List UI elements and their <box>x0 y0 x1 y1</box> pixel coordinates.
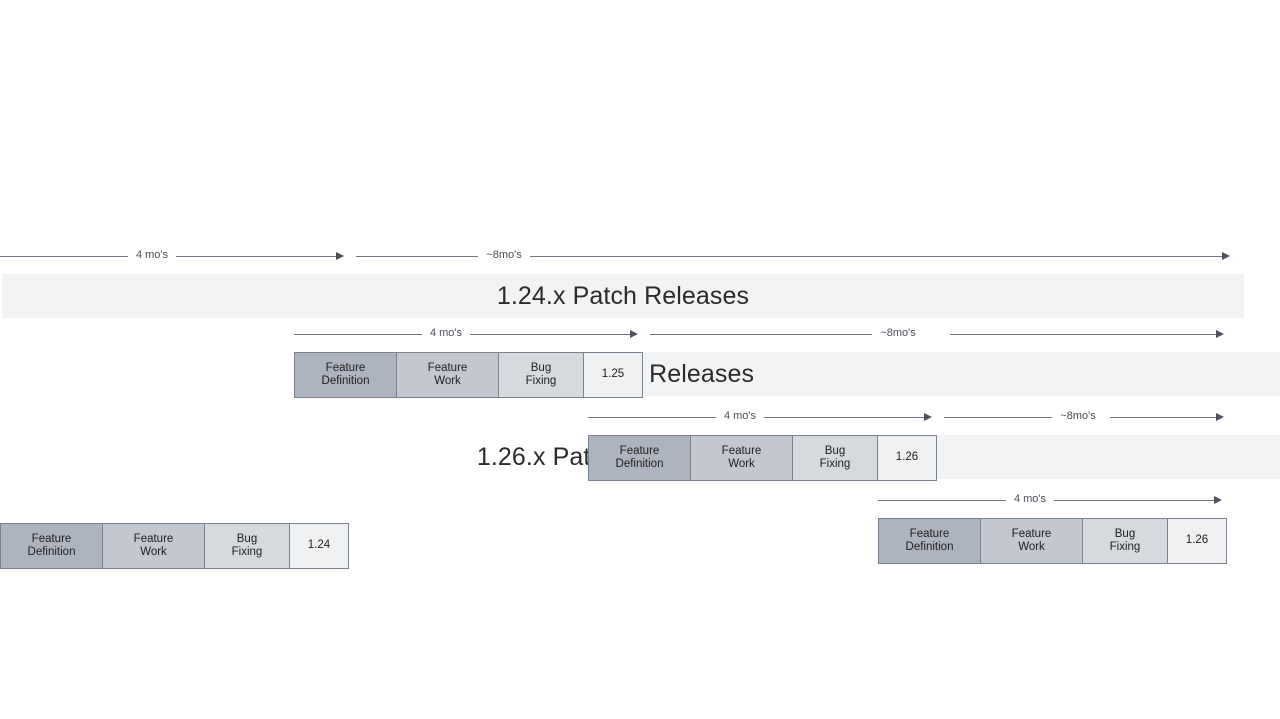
phase-box-label: 1.25 <box>601 368 625 381</box>
phase-box-label: Bug <box>236 532 258 545</box>
phase-box-label-secondary: Work <box>434 375 461 387</box>
phase-box-label-secondary: Fixing <box>231 546 263 558</box>
phase-box-label: Feature <box>721 444 762 457</box>
measure-line-left <box>878 500 1006 501</box>
phase-box-label-secondary: Definition <box>615 458 664 470</box>
measure-line-left <box>356 256 478 257</box>
release-row-124: 4 mo's ~8mo's 1.24.x Patch Releases Feat… <box>0 248 1280 569</box>
phase-box-label: Feature <box>619 444 660 457</box>
phase-box-label-secondary: Definition <box>27 546 76 558</box>
patch-duration-measure-124: ~8mo's <box>356 248 1240 266</box>
measure-line-right <box>176 256 338 257</box>
phase-box-label: Feature <box>1011 527 1052 540</box>
arrow-head-icon <box>336 252 344 260</box>
measure-line-left <box>588 417 716 418</box>
dev-duration-measure-125: 4 mo's <box>294 326 640 344</box>
arrow-head-icon <box>1216 413 1224 421</box>
dev-duration-label: 4 mo's <box>429 327 463 339</box>
patch-duration-label: ~8mo's <box>1060 410 1096 422</box>
measure-line-left <box>294 334 422 335</box>
measure-line-right <box>1110 417 1218 418</box>
dev-duration-label: 4 mo's <box>1013 493 1047 505</box>
phase-box-label-secondary: Fixing <box>819 458 851 470</box>
phase-box-label-secondary: Work <box>1018 541 1045 553</box>
phase-box-label: Feature <box>427 361 468 374</box>
dev-duration-measure-124: 4 mo's <box>0 248 346 266</box>
measure-line-right <box>950 334 1218 335</box>
patch-duration-label: ~8mo's <box>486 249 522 261</box>
measure-line-right <box>530 256 1224 257</box>
phase-box-label: Feature <box>325 361 366 374</box>
phase-box-label: Feature <box>133 532 174 545</box>
measure-line-left <box>944 417 1052 418</box>
phase-box-version: 1.24 <box>289 523 349 569</box>
arrow-head-icon <box>924 413 932 421</box>
arrow-head-icon <box>1222 252 1230 260</box>
dev-duration-measure-126: 4 mo's <box>588 409 934 427</box>
phase-box-label: Bug <box>530 361 552 374</box>
dev-duration-label: 4 mo's <box>135 249 169 261</box>
phase-box-label-secondary: Fixing <box>525 375 557 387</box>
phase-box-label: 1.26 <box>895 451 919 464</box>
phase-box-version: 1.25 <box>583 352 643 398</box>
phase-box-label-secondary: Definition <box>905 541 954 553</box>
measure-line-right <box>764 417 926 418</box>
phase-box-label: Feature <box>909 527 950 540</box>
patch-duration-measure-126: ~8mo's <box>944 409 1240 427</box>
phase-box-label-secondary: Definition <box>321 375 370 387</box>
arrow-head-icon <box>630 330 638 338</box>
measure-line-left <box>0 256 128 257</box>
phase-box-label: Bug <box>824 444 846 457</box>
measure-line-right <box>470 334 632 335</box>
measure-line-left <box>650 334 872 335</box>
phase-box-label-secondary: Work <box>140 546 167 558</box>
phase-box-label: 1.24 <box>307 539 331 552</box>
patch-band-124: 1.24.x Patch Releases <box>2 274 1244 318</box>
dev-duration-measure-127: 4 mo's <box>878 492 1224 510</box>
patch-band-label-124: 1.24.x Patch Releases <box>496 281 750 310</box>
phase-box-label: Feature <box>31 532 72 545</box>
release-row-126: 4 mo's ~8mo's 1.26.x Patch Releases Feat… <box>0 409 1280 485</box>
release-row-125: 4 mo's ~8mo's 1.25.x Patch Releases Feat… <box>0 326 1280 402</box>
arrow-head-icon <box>1214 496 1222 504</box>
phase-box-label-secondary: Work <box>728 458 755 470</box>
dev-duration-label: 4 mo's <box>723 410 757 422</box>
phase-box-label-secondary: Fixing <box>1109 541 1141 553</box>
patch-duration-measure-125: ~8mo's <box>650 326 1240 344</box>
arrow-head-icon <box>1216 330 1224 338</box>
phase-box-version: 1.26 <box>1167 518 1227 564</box>
phase-box-label: Bug <box>1114 527 1136 540</box>
patch-duration-label: ~8mo's <box>880 327 916 339</box>
phase-box-label: 1.26 <box>1185 534 1209 547</box>
measure-line-right <box>1054 500 1216 501</box>
phase-box-version: 1.26 <box>877 435 937 481</box>
